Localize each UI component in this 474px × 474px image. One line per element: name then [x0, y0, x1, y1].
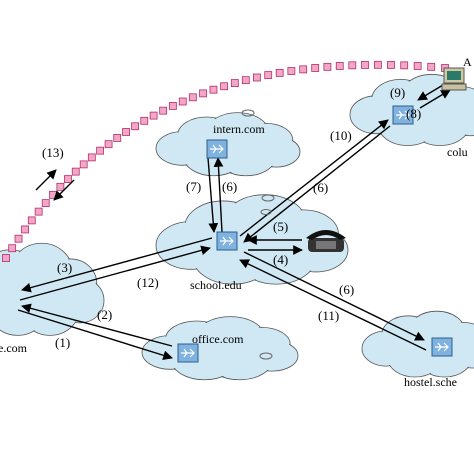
arrow-6-intern [213, 157, 224, 233]
path-dot [21, 225, 29, 234]
step-label-3: (3) [57, 260, 72, 275]
path-dot [49, 190, 57, 199]
path-dot [64, 175, 72, 184]
step-label-11: (11) [318, 308, 339, 323]
cloud-intern [155, 112, 301, 177]
path-dot [14, 234, 23, 243]
step-label-10: (10) [330, 128, 352, 143]
path-dot [264, 71, 273, 79]
path-dot [56, 182, 65, 191]
node-label-office: office.com [192, 332, 244, 346]
antenna-icon [259, 352, 273, 360]
arrow-2 [21, 303, 173, 347]
path-dot [400, 61, 409, 70]
path-dot [140, 116, 149, 125]
path-dot [122, 128, 130, 136]
router-office [177, 343, 199, 363]
arrow-6-hostel [243, 251, 425, 341]
path-dot [79, 160, 88, 169]
path-dot [41, 199, 50, 208]
path-dot [348, 61, 357, 70]
path-dot [199, 89, 207, 98]
path-dot [413, 62, 422, 70]
step-label-5: (5) [273, 219, 288, 234]
cloud-office [141, 316, 299, 381]
mobility-path-dots [2, 60, 449, 262]
path-dot [71, 167, 80, 176]
step-label-13: (13) [42, 145, 64, 160]
path-dot [387, 61, 395, 69]
arrow-11 [239, 259, 427, 351]
step-label-1: (1) [55, 335, 70, 350]
step-label-7: (7) [186, 179, 201, 194]
arrow-8 [419, 89, 451, 109]
path-dot [27, 216, 36, 225]
path-dot [311, 64, 320, 72]
cloud-left [0, 242, 105, 336]
path-dot [220, 82, 228, 91]
path-dot [168, 102, 177, 110]
path-dot [287, 67, 296, 75]
telephone-icon [306, 230, 346, 252]
arrow-13-down [53, 179, 75, 201]
arrow-13-up [35, 169, 57, 191]
node-label-colu: colu [447, 145, 468, 159]
path-dot [209, 85, 218, 94]
step-label-8: (8) [406, 106, 421, 121]
path-dot [241, 76, 250, 85]
path-dot [8, 244, 17, 253]
arrow-10 [243, 125, 391, 243]
path-dot [373, 60, 382, 69]
path-dot [253, 73, 261, 82]
computer-icon [441, 67, 467, 91]
node-label-intern: intern.com [213, 122, 265, 136]
path-dot [427, 62, 436, 71]
path-dot [299, 65, 308, 74]
router-school [216, 231, 238, 251]
path-dot [323, 62, 332, 71]
path-dot [188, 93, 197, 102]
arrow-3 [21, 237, 213, 293]
step-label-2: (2) [97, 307, 112, 322]
arrow-1 [17, 309, 173, 361]
step-label-6-hostel: (6) [339, 282, 354, 297]
node-label-hostel: hostel.sche [404, 375, 457, 389]
path-dot [178, 97, 187, 106]
router-colu [392, 105, 414, 125]
step-label-6-colu: (6) [313, 180, 328, 195]
antenna-icon [241, 109, 255, 117]
path-dot [230, 79, 239, 87]
path-dot [335, 62, 344, 70]
path-dot [34, 207, 43, 216]
cloud-hostel [361, 310, 474, 378]
path-dot [275, 69, 284, 77]
step-label-6-intern: (6) [222, 179, 237, 194]
node-label-school: school.edu [190, 278, 242, 292]
router-intern [206, 139, 228, 159]
arrow-6-colu [239, 119, 389, 237]
arrow-12 [19, 245, 211, 301]
path-dot [87, 153, 96, 162]
path-dot [104, 140, 113, 149]
node-label-a: A [463, 55, 472, 69]
path-dot [159, 106, 168, 115]
step-label-12: (12) [137, 275, 159, 290]
router-hostel [431, 337, 453, 357]
step-label-4: (4) [273, 252, 288, 267]
arrow-7 [207, 157, 219, 233]
path-dot [113, 134, 122, 142]
path-dot [361, 61, 369, 69]
antenna-icon [260, 209, 272, 215]
path-dot [2, 254, 10, 262]
step-label-9: (9) [390, 85, 405, 100]
path-dot [131, 122, 139, 131]
antenna-icon [261, 194, 275, 202]
node-label-left: e.com [0, 341, 28, 355]
path-dot [96, 146, 105, 155]
path-dot [149, 111, 158, 120]
